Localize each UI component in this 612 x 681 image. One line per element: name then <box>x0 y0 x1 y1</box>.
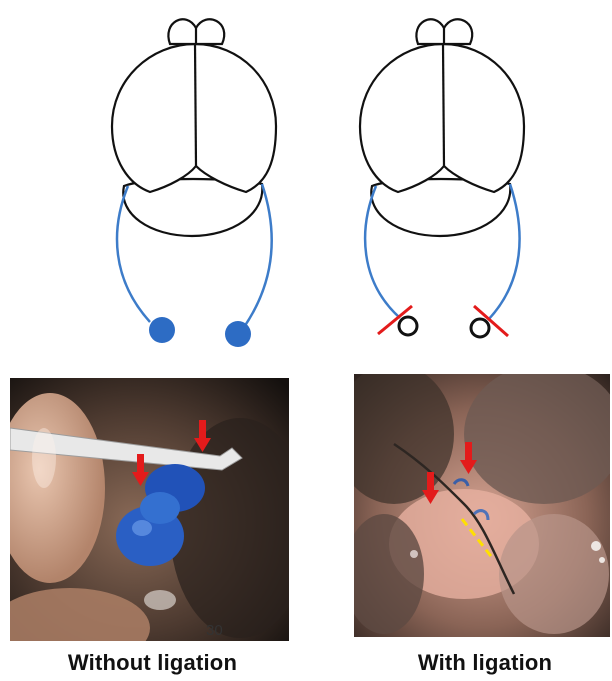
photo-without-ligation <box>10 378 289 641</box>
cerebrum-left <box>112 44 276 192</box>
brain-schematics <box>0 0 612 360</box>
page-number: 30 <box>206 622 223 639</box>
midline-right <box>443 44 444 166</box>
photo-with-ligation <box>354 374 610 637</box>
cerebrum-right <box>360 44 524 192</box>
node-right-2 <box>471 319 489 337</box>
dye-node-left-2 <box>225 321 251 347</box>
node-right-1 <box>399 317 417 335</box>
dye-node-left-1 <box>149 317 175 343</box>
caption-without-ligation: Without ligation <box>40 650 265 676</box>
brain-right <box>360 19 524 236</box>
caption-with-ligation: With ligation <box>380 650 590 676</box>
midline-left <box>195 44 196 166</box>
brain-left <box>112 19 276 236</box>
